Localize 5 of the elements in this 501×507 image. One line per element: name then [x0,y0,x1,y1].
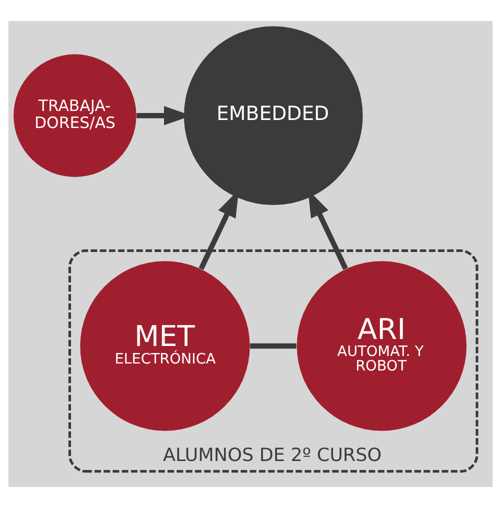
node-circle: ARI AUTOMAT. Y ROBOT [296,260,467,430]
node-circle: EMBEDDED [184,26,363,205]
node-circle: MET ELECTRÓNICA [80,260,250,430]
node-circle: TRABAJA- DORES/AS [14,54,136,176]
connector [250,342,296,348]
